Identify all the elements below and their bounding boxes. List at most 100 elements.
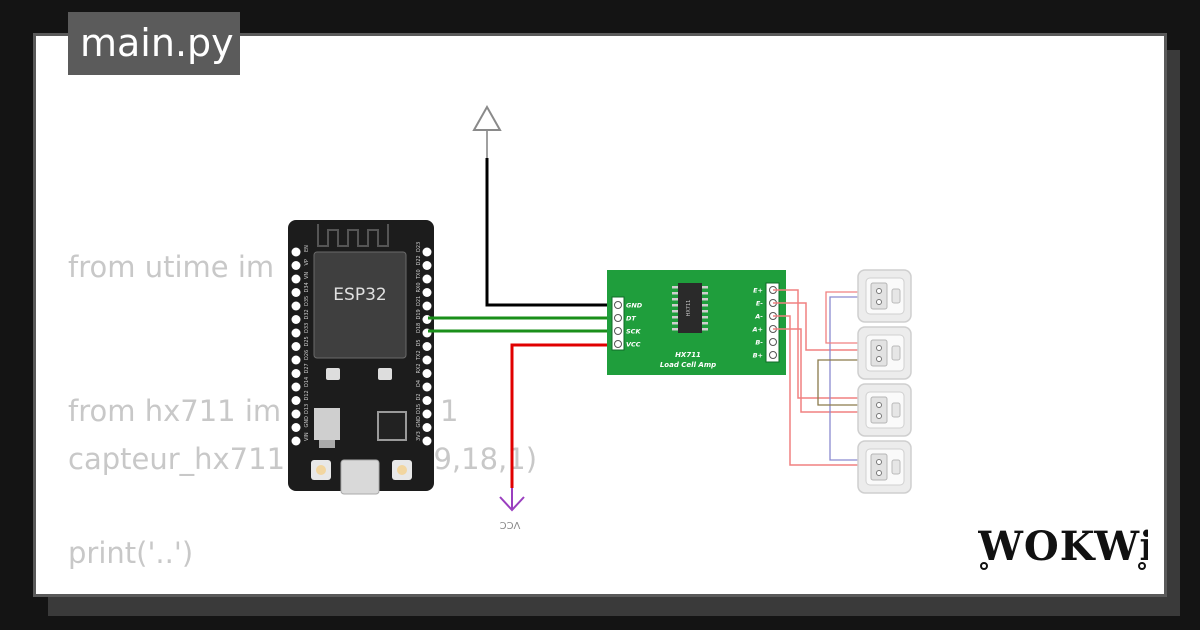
- esp32-left-pin-label: EN: [304, 245, 310, 252]
- chip-leg: [702, 286, 708, 289]
- esp32-left-pin[interactable]: [291, 382, 301, 392]
- esp32-right-pin-label: D2: [416, 393, 422, 400]
- esp32-right-pin-label: GND: [416, 416, 422, 428]
- chip-leg: [672, 304, 678, 307]
- esp32-left-pin[interactable]: [291, 274, 301, 284]
- esp32-right-pin[interactable]: [422, 342, 432, 351]
- chip-leg: [672, 328, 678, 331]
- esp32-left-pin[interactable]: [291, 261, 301, 270]
- chip-leg: [702, 310, 708, 313]
- esp32-left-pin-label: D32: [304, 309, 310, 319]
- esp32-right-pin-label: D22: [416, 255, 422, 265]
- esp32-right-pin[interactable]: [422, 382, 432, 392]
- esp32-right-pin[interactable]: [422, 288, 432, 297]
- esp32-left-pin-label: D35: [304, 296, 310, 306]
- load-cell[interactable]: [857, 440, 912, 494]
- esp32-left-pin-label: D34: [304, 282, 310, 292]
- vcc-wire[interactable]: [510, 343, 615, 488]
- esp32-left-pin[interactable]: [291, 396, 301, 405]
- hx711-title: HX711: [675, 351, 701, 359]
- hx711-pin-sck[interactable]: [614, 327, 622, 335]
- chip-leg: [672, 286, 678, 289]
- hx711-pin-label: E-: [756, 300, 763, 308]
- wokwi-logo: WOKWi: [978, 523, 1148, 570]
- esp32-left-pin[interactable]: [291, 409, 301, 419]
- simulation-canvas[interactable]: [33, 33, 1167, 597]
- hx711-pin-label: B-: [755, 339, 763, 347]
- load-cell[interactable]: [857, 269, 912, 323]
- chip-leg: [702, 316, 708, 319]
- chip-leg: [702, 322, 708, 325]
- esp32-right-pin-label: TX0: [416, 269, 422, 280]
- esp32-left-pin[interactable]: [291, 315, 301, 324]
- chip-leg: [672, 316, 678, 319]
- esp32-right-pin[interactable]: [422, 423, 432, 432]
- esp32-right-pin-label: D21: [416, 296, 422, 306]
- hx711-pin-label: E+: [753, 287, 763, 295]
- esp32-left-pin[interactable]: [291, 369, 301, 378]
- load-cell[interactable]: [857, 326, 912, 380]
- esp32-right-pin-label: D5: [416, 339, 422, 346]
- hx711-pin-vcc[interactable]: [614, 340, 622, 348]
- hx711-pin-dt[interactable]: [614, 314, 622, 322]
- esp32-right-pin[interactable]: [422, 247, 432, 257]
- code-line-4: print('..'): [68, 536, 194, 570]
- hx711-subtitle: Load Cell Amp: [660, 361, 716, 369]
- esp32-right-pin[interactable]: [422, 274, 432, 284]
- esp32-right-pin[interactable]: [422, 396, 432, 405]
- esp32-right-pin-label: D23: [416, 242, 422, 252]
- code-fragment-2: 19,18,1): [415, 442, 538, 476]
- esp32-right-pin-label: D18: [416, 323, 422, 333]
- esp32-label: ESP32: [333, 285, 386, 305]
- esp32-right-pin-label: D19: [416, 309, 422, 319]
- code-line-1: from utime im: [68, 250, 275, 284]
- esp32-left-pin-label: D13: [304, 404, 310, 414]
- esp32-right-pin-label: RX0: [416, 282, 422, 292]
- esp32-left-pin[interactable]: [291, 247, 301, 257]
- hx711-pin[interactable]: [769, 351, 777, 359]
- esp32-right-pin-label: D15: [416, 404, 422, 414]
- esp32-right-pin[interactable]: [422, 409, 432, 419]
- file-tab[interactable]: main.py: [68, 12, 240, 75]
- esp32-left-pin-label: D33: [304, 323, 310, 333]
- chip-leg: [702, 304, 708, 307]
- esp32-left-pin-label: D27: [304, 363, 310, 373]
- esp32-right-pin-label: D4: [416, 380, 422, 387]
- esp32-left-pin-label: D14: [304, 377, 310, 387]
- esp32-right-pin[interactable]: [422, 355, 432, 365]
- esp32-left-pin[interactable]: [291, 355, 301, 365]
- esp32-left-pin[interactable]: [291, 423, 301, 432]
- esp32-left-pin[interactable]: [291, 342, 301, 351]
- esp32-right-pin-label: 3V3: [416, 431, 422, 441]
- hx711-pin-label: A-: [754, 313, 763, 321]
- esp32-left-pin[interactable]: [291, 288, 301, 297]
- gnd-wire[interactable]: [485, 130, 615, 307]
- hx711-pin[interactable]: [769, 338, 777, 346]
- chip-leg: [702, 328, 708, 331]
- vcc-symbol: VCC: [499, 488, 525, 530]
- esp32-left-pin[interactable]: [291, 328, 301, 338]
- hx711-chip-label: HX711: [686, 300, 692, 317]
- chip-leg: [672, 292, 678, 295]
- hx711-pin-label: SCK: [626, 328, 641, 336]
- esp32-left-pin-label: VIN: [304, 432, 310, 441]
- esp32-board[interactable]: ESP32 ENVPVND34D35D32D33D25D26D27D14D12D…: [288, 220, 434, 495]
- chip-leg: [702, 292, 708, 295]
- esp32-right-pin[interactable]: [422, 436, 432, 446]
- load-cell[interactable]: [857, 383, 912, 437]
- esp32-right-pin[interactable]: [422, 301, 432, 311]
- esp32-right-pin[interactable]: [422, 369, 432, 378]
- esp32-right-pin[interactable]: [422, 261, 432, 270]
- esp32-left-pin[interactable]: [291, 301, 301, 311]
- code-line-3: capteur_hx711: [68, 442, 286, 476]
- esp32-left-pin-label: VN: [304, 272, 310, 279]
- hx711-pin-label: A+: [752, 326, 763, 334]
- chip-leg: [672, 310, 678, 313]
- ground-arrow-icon: [472, 104, 502, 131]
- hx711-pin-gnd[interactable]: [614, 301, 622, 309]
- hx711-pin-label: VCC: [626, 341, 641, 349]
- esp32-left-pin[interactable]: [291, 436, 301, 446]
- hx711-pin-label: B+: [753, 352, 763, 360]
